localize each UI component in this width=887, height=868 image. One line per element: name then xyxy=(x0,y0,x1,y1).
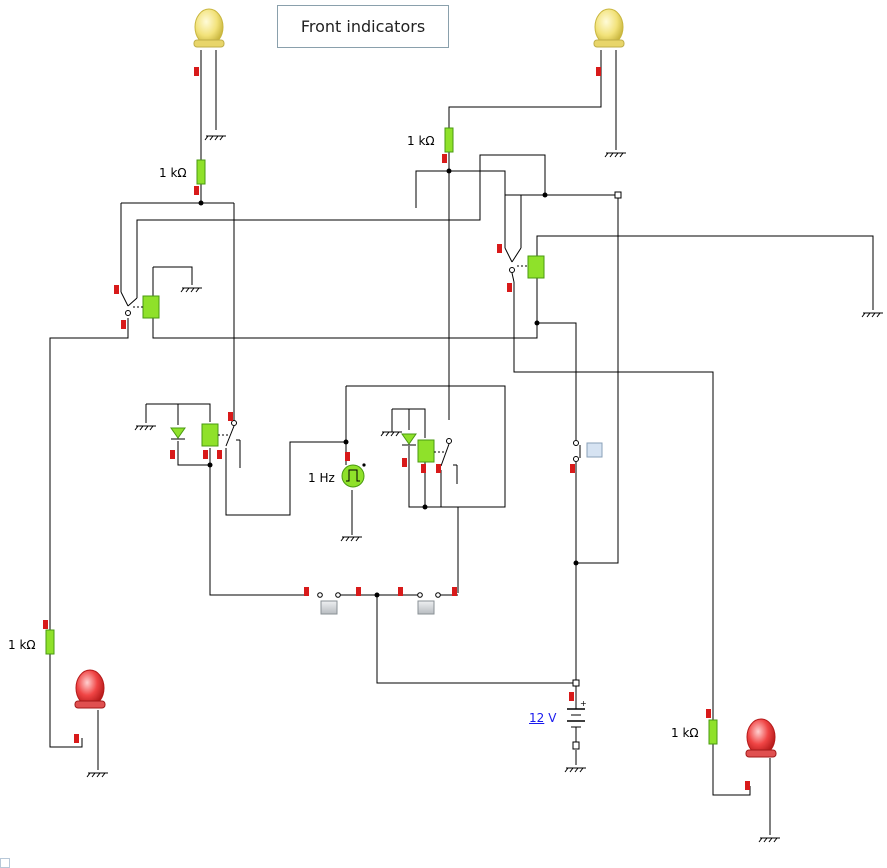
lamp-icon[interactable] xyxy=(193,8,225,48)
junction-node xyxy=(572,679,580,687)
wire xyxy=(177,441,211,466)
wire xyxy=(136,154,546,298)
wire xyxy=(376,595,576,684)
ground-icon xyxy=(758,837,780,843)
wire xyxy=(146,403,211,422)
lamp-icon[interactable] xyxy=(745,718,777,758)
switch-contact-icon xyxy=(504,247,528,283)
pin-markers xyxy=(43,67,750,790)
ground-icon xyxy=(861,312,883,318)
wires xyxy=(49,50,874,835)
diode-icon xyxy=(170,427,186,440)
relay-coil-icon[interactable] xyxy=(201,423,219,447)
relay-coil-icon[interactable] xyxy=(142,295,160,319)
junction-node xyxy=(614,191,622,199)
junction-dot xyxy=(343,439,349,445)
ground-icon xyxy=(204,135,226,141)
junction-dot xyxy=(422,504,428,510)
switch-contact-icon xyxy=(434,438,457,467)
relay-coil-icon[interactable] xyxy=(417,439,435,463)
relay-coil-icon[interactable] xyxy=(527,255,545,279)
lamp-icon[interactable] xyxy=(593,8,625,48)
wire xyxy=(209,465,304,596)
ground-icon xyxy=(604,152,626,158)
wire xyxy=(152,280,538,339)
ground-icon xyxy=(86,772,108,778)
oscillator-label: 1 Hz xyxy=(308,471,335,485)
switch-contact-icon xyxy=(573,440,581,462)
battery-voltage-value[interactable]: 12 xyxy=(529,711,545,725)
push-button-icon[interactable] xyxy=(586,442,603,458)
wire xyxy=(537,322,577,440)
oscillator-icon[interactable] xyxy=(341,463,366,488)
switch-contact-icon xyxy=(218,420,240,447)
svg-text:+: + xyxy=(580,699,587,708)
junction-dot xyxy=(198,200,204,206)
ground-icon xyxy=(180,287,202,293)
wire xyxy=(49,318,129,630)
junction-dot xyxy=(542,192,548,198)
ground-icon xyxy=(134,425,156,431)
resistor-label: 1 kΩ xyxy=(8,638,36,652)
resistor-icon[interactable] xyxy=(708,719,718,745)
wire xyxy=(425,506,459,593)
page-title: Front indicators xyxy=(277,5,449,48)
resistor-icon[interactable] xyxy=(196,159,206,185)
wire xyxy=(415,170,449,208)
ground-icon xyxy=(564,767,586,773)
wire xyxy=(448,50,602,128)
push-button-icon[interactable] xyxy=(317,592,341,615)
junction-dot xyxy=(446,168,452,174)
push-button-icon[interactable] xyxy=(417,592,441,615)
junction-dot xyxy=(573,560,579,566)
battery-icon[interactable]: + xyxy=(567,698,587,750)
junction-dot xyxy=(374,592,380,598)
wire xyxy=(408,446,426,508)
wire xyxy=(513,282,714,720)
junctions xyxy=(198,168,622,687)
junction-dot xyxy=(207,462,213,468)
grounds xyxy=(86,135,883,843)
lamp-icon[interactable] xyxy=(74,669,106,709)
switch-contact-icon xyxy=(120,291,143,316)
resistor-icon[interactable] xyxy=(45,629,55,655)
resistor-label: 1 kΩ xyxy=(407,134,435,148)
diode-icon xyxy=(401,433,417,446)
resistor-label: 1 kΩ xyxy=(159,166,187,180)
ground-icon xyxy=(380,409,402,437)
wire xyxy=(225,441,346,516)
wire xyxy=(392,408,410,430)
ground-icon xyxy=(340,536,362,542)
battery-voltage-unit: V xyxy=(548,711,557,725)
wire xyxy=(576,195,619,564)
wire xyxy=(449,170,506,248)
wire xyxy=(536,235,874,310)
resistor-icon[interactable] xyxy=(444,127,454,153)
wire xyxy=(346,385,506,508)
wire xyxy=(409,408,426,438)
junction-dot xyxy=(534,320,540,326)
resize-grip-icon xyxy=(0,858,10,868)
wire xyxy=(712,744,751,796)
resistor-label: 1 kΩ xyxy=(671,726,699,740)
wire xyxy=(49,654,83,748)
wire xyxy=(153,266,193,285)
